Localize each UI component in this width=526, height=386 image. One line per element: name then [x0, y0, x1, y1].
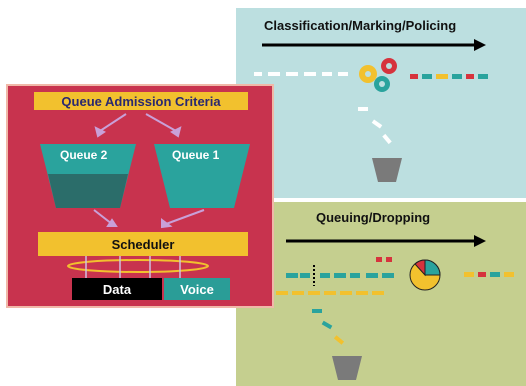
scheduler-box: Scheduler	[38, 232, 248, 256]
outgoing-marked-packets	[410, 74, 488, 79]
data-output-box: Data	[72, 278, 162, 300]
classification-panel: Classification/Marking/Policing	[236, 8, 526, 198]
queuing-title: Queuing/Dropping	[316, 210, 431, 225]
queue-2-fill-level	[48, 174, 128, 208]
voice-output-box: Voice	[164, 278, 230, 300]
drop-bucket-icon	[372, 158, 402, 182]
queued-teal-packets	[286, 273, 394, 278]
dropped-packets-falling	[312, 309, 345, 345]
admission-graphic	[40, 113, 250, 278]
queuing-arrow-head	[474, 235, 486, 247]
drop-bucket-icon	[332, 356, 362, 380]
queue-1-label: Queue 1	[172, 148, 220, 162]
admission-panel: Queue Admission Criteria Queue 2 Queue 1…	[6, 84, 274, 308]
scheduler-pie-icon	[409, 259, 441, 291]
queue-2-label: Queue 2	[60, 148, 108, 162]
classification-arrow-head	[474, 39, 486, 51]
incoming-packets-white	[254, 72, 348, 76]
queue-to-scheduler-arrows	[93, 209, 205, 229]
classification-graphic	[254, 39, 488, 182]
queuing-panel: Queuing/Dropping	[236, 202, 526, 386]
scheduler-output-lines	[85, 256, 181, 278]
queued-yellow-packets	[276, 291, 384, 295]
scheduler-rotation-ring	[67, 259, 209, 273]
admission-split-arrows	[94, 113, 182, 138]
admission-criteria-banner: Queue Admission Criteria	[34, 92, 248, 110]
classification-title: Classification/Marking/Policing	[264, 18, 457, 33]
queued-red-packets	[376, 257, 392, 262]
policed-packets-falling	[358, 107, 392, 145]
classifier-gears-icon	[359, 58, 397, 92]
queue-1-icon	[154, 144, 250, 208]
queuing-graphic	[276, 235, 514, 380]
scheduled-output-packets	[464, 272, 514, 277]
